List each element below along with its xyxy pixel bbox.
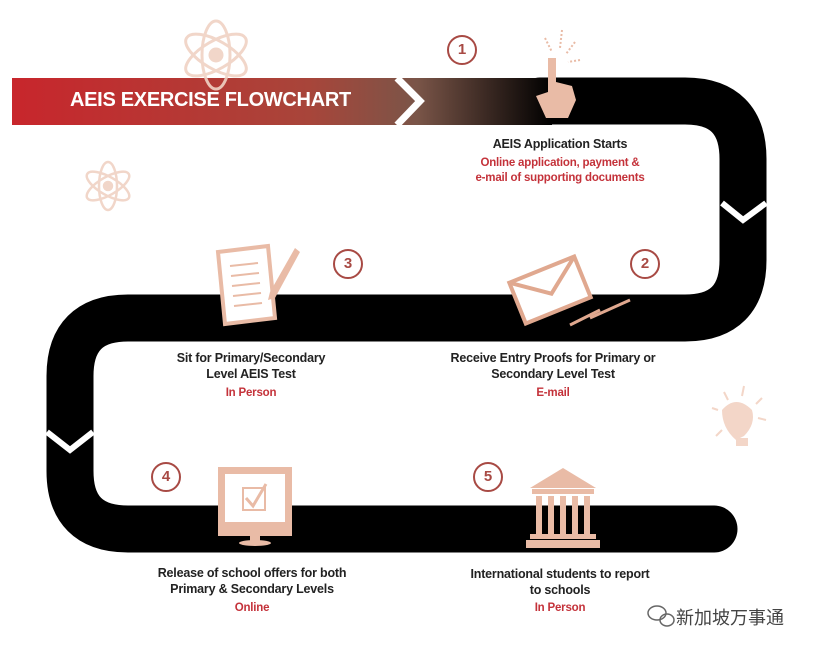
monitor-check-icon [218, 467, 292, 546]
step-1-number: 1 [447, 35, 477, 65]
page-title: AEIS EXERCISE FLOWCHART [70, 89, 351, 111]
step-3-title: Level AEIS Test [206, 367, 296, 381]
institution-icon [526, 468, 600, 548]
step-2-detail: E-mail [536, 387, 570, 399]
step-3-text: Sit for Primary/Secondary Level AEIS Tes… [177, 350, 326, 401]
step-1-text: AEIS Application Starts Online applicati… [475, 136, 644, 186]
step-2-title: Secondary Level Test [491, 367, 615, 381]
step-2-title: Receive Entry Proofs for Primary or [450, 351, 656, 365]
step-5-title: to schools [529, 583, 591, 597]
step-4-text: Release of school offers for both Primar… [158, 565, 347, 616]
step-3-detail: In Person [225, 387, 277, 399]
title-banner [12, 78, 552, 125]
step-5-title: International students to report [470, 567, 650, 581]
track-path [46, 77, 767, 553]
step-4-title: Release of school offers for both [157, 566, 347, 580]
step-2-text: Receive Entry Proofs for Primary or Seco… [451, 350, 656, 401]
wechat-logo-icon [647, 605, 675, 627]
step-5-number: 5 [473, 462, 503, 492]
watermark: 新加坡万事通 [676, 608, 784, 628]
step-4-detail: Online [234, 602, 270, 614]
click-hand-icon [536, 29, 581, 118]
step-4-title: Primary & Secondary Levels [170, 582, 334, 596]
envelope-icon [506, 253, 594, 327]
step-2-number: 2 [630, 249, 660, 279]
step-1-detail: e-mail of supporting documents [475, 172, 645, 184]
atom-icon [184, 19, 248, 91]
atom-icon [85, 160, 131, 212]
step-1-title: AEIS Application Starts [492, 137, 628, 151]
step-5-detail: In Person [534, 602, 586, 614]
document-pen-icon [215, 243, 300, 327]
step-4-number: 4 [151, 462, 181, 492]
step-1-detail: Online application, payment & [480, 157, 640, 169]
banner-chevron [394, 75, 425, 128]
lightbulb-icon [711, 385, 767, 446]
down-chevron-icon [45, 429, 95, 454]
down-chevron-icon [720, 200, 768, 224]
step-3-number: 3 [333, 249, 363, 279]
step-5-text: International students to report to scho… [470, 566, 649, 616]
step-3-title: Sit for Primary/Secondary [176, 351, 326, 365]
